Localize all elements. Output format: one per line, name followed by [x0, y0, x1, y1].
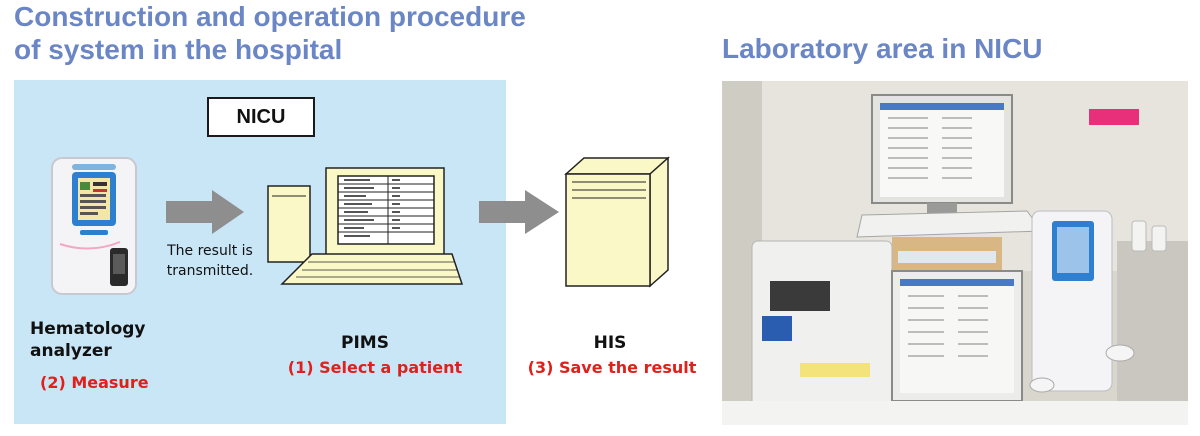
his-step: (3) Save the result [527, 358, 697, 377]
analyzer-label-line-1: Hematology [30, 319, 146, 339]
pims-step: (1) Select a patient [287, 358, 463, 377]
computer-icon [267, 167, 464, 285]
nicu-label-box: NICU [207, 97, 315, 137]
pims-label: PIMS [341, 333, 389, 353]
right-arrow-icon [479, 190, 559, 234]
photo-title: Laboratory area in NICU [722, 33, 1043, 64]
laboratory-photo [722, 81, 1188, 425]
his-label: HIS [593, 333, 627, 353]
diagram-title-line-1: Construction and operation procedure [14, 1, 526, 32]
analyzer-label: Hematology analyzer [30, 318, 146, 362]
transmit-note: The result is transmitted. [155, 241, 265, 281]
server-icon [564, 156, 670, 288]
hematology-analyzer-icon [51, 157, 137, 295]
right-arrow-icon [166, 190, 244, 234]
analyzer-label-line-2: analyzer [30, 341, 112, 361]
transmit-note-line-2: transmitted. [166, 263, 254, 279]
analyzer-step: (2) Measure [40, 373, 149, 392]
diagram-title: Construction and operation procedure of … [14, 0, 614, 66]
transmit-note-line-1: The result is [167, 243, 253, 259]
diagram-title-line-2: of system in the hospital [14, 34, 343, 65]
